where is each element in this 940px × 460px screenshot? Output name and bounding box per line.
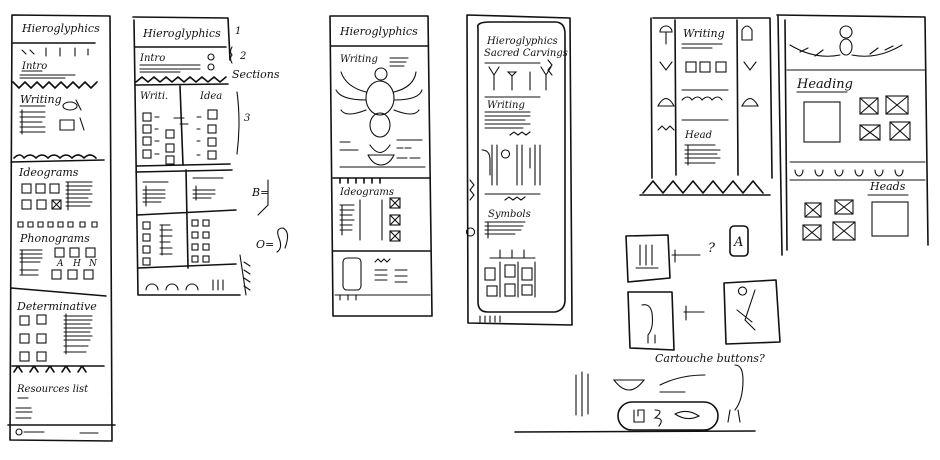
pillar-divider xyxy=(11,365,105,373)
annotation-1: 1 xyxy=(235,26,241,37)
phonogram-letter: N xyxy=(88,259,98,269)
cartouche-caption: Cartouche buttons? xyxy=(655,352,765,365)
annotation-3: 3 xyxy=(244,113,250,124)
zigzag-divider xyxy=(12,81,98,89)
column-heading-idea: Idea xyxy=(199,91,222,102)
site-title-line-2: Sacred Carvings xyxy=(484,48,568,59)
section-heading-resources: Resources list xyxy=(16,384,89,395)
winged-scarab-header-icon xyxy=(786,25,926,71)
sun-row-icon xyxy=(145,279,224,291)
cartouche-button-bird[interactable] xyxy=(627,291,675,351)
wireframe-2-sections: Hieroglyphics Intro Writi. Idea 1 2 Sect… xyxy=(132,16,289,296)
phonogram-letter: A xyxy=(56,259,64,269)
section-heading-writing: Writing xyxy=(20,93,62,106)
section-heading-intro: Intro xyxy=(21,61,47,72)
hieroglyph-doodles xyxy=(575,364,744,423)
section-heading-heads: Heads xyxy=(869,180,906,193)
section-heading-phonograms: Phonograms xyxy=(19,232,90,245)
eye-of-horus-icon xyxy=(59,99,85,131)
footer-logo-icon xyxy=(15,428,23,436)
bird-glyph-icon xyxy=(641,304,705,344)
image-placeholder xyxy=(871,201,909,237)
glyph-strip xyxy=(17,221,98,228)
column-heading-writing: Writi. xyxy=(140,91,168,102)
wireframe-3-scarab: Hieroglyphics Writing Ideograms xyxy=(329,15,433,317)
winged-scarab-illustration xyxy=(335,67,423,166)
cartouche-button-letter[interactable] xyxy=(729,225,749,257)
site-title: Hieroglyphics xyxy=(21,22,100,35)
section-heading-head: Head xyxy=(684,130,712,141)
hieroglyph-columns xyxy=(481,144,541,186)
image-placeholder xyxy=(803,101,841,143)
tick-divider xyxy=(332,177,431,184)
phonogram-tiles xyxy=(19,247,96,280)
annotation-o: O= xyxy=(256,238,274,251)
annotation-2: 2 xyxy=(239,51,246,62)
cartouche-name-oval xyxy=(617,401,719,431)
section-heading-writing: Writing xyxy=(340,54,378,65)
papyrus-plants-illustration xyxy=(488,66,552,91)
wave-divider xyxy=(13,154,97,159)
symbol-grid xyxy=(484,249,536,298)
determinative-tiles xyxy=(19,313,93,362)
section-heading-writing: Writing xyxy=(683,27,725,40)
rope-glyph-icon xyxy=(276,227,289,253)
lotus-column-decor xyxy=(657,25,759,131)
cartouche-icon xyxy=(342,257,362,291)
baseline xyxy=(514,430,756,433)
lotus-band xyxy=(789,161,926,181)
wireframe-1-long-page: Hieroglyphics Intro Writing Ideograms Ph… xyxy=(7,14,116,442)
crossed-image-tiles xyxy=(802,199,856,241)
cartouche-button-reeds[interactable] xyxy=(625,234,671,283)
wireframe-4-sacred-carvings: Hieroglyphics Sacred Carvings Writing Sy… xyxy=(466,14,573,326)
annotation-sections: Sections xyxy=(232,68,280,81)
leg-glyph-icon xyxy=(257,179,269,216)
writing-idea-tiles xyxy=(142,109,218,165)
section-heading-ideograms: Ideograms xyxy=(339,187,394,198)
wireframe-5-columns: Writing Head xyxy=(639,17,773,196)
site-title-line-1: Hieroglyphics xyxy=(486,36,558,47)
question-mark: ? xyxy=(708,241,716,256)
cobra-glyph-icon xyxy=(736,286,756,331)
cartouche-button-sketches: ? A Cartouche buttons? xyxy=(514,225,781,433)
zigzag-divider xyxy=(135,76,229,86)
cartouche-letter: A xyxy=(733,235,743,250)
annotation-b: B= xyxy=(251,186,269,199)
wireframe-6-winged-header: Heading Heads xyxy=(776,14,929,256)
ideogram-tiles xyxy=(21,181,93,211)
section-heading-writing: Writing xyxy=(487,100,525,111)
bottom-grid-tiles xyxy=(142,219,210,266)
section-heading-intro: Intro xyxy=(139,53,165,64)
section-heading: Heading xyxy=(796,77,853,92)
page-frame xyxy=(476,21,566,313)
glyph-row-icon xyxy=(21,47,89,57)
cartouche-button-cobra[interactable] xyxy=(723,279,781,345)
section-heading-ideograms: Ideograms xyxy=(18,166,79,179)
site-title: Hieroglyphics xyxy=(339,25,418,38)
site-title: Hieroglyphics xyxy=(142,27,221,40)
phonogram-letter: H xyxy=(72,259,81,269)
ideogram-crossed-tiles xyxy=(389,197,401,242)
crossed-image-tiles xyxy=(859,95,911,141)
section-heading-symbols: Symbols xyxy=(488,209,531,220)
section-heading-determinative: Determinative xyxy=(16,300,97,313)
pyramid-divider xyxy=(639,180,771,196)
